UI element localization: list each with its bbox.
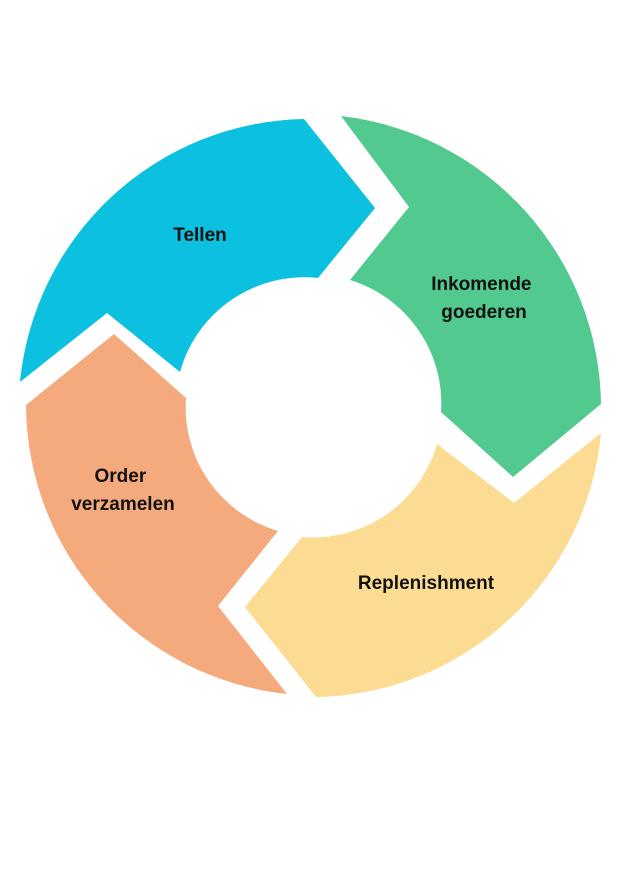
step-label-order: Order [94, 466, 146, 487]
svg-text:Inkomende goederen: Inkomende goederen [431, 274, 537, 323]
cycle-step-inkomende-goederen: Inkomende goederen [341, 116, 601, 477]
cycle-step-replenishment: Replenishment [245, 433, 601, 697]
svg-text:Replenishment: Replenishment [358, 573, 495, 594]
step-label-goederen: goederen [441, 302, 527, 323]
step-label-inkomende: Inkomende [431, 274, 531, 295]
arrow-segment-order-verzamelen [26, 334, 287, 694]
arrow-segment-tellen [20, 119, 375, 382]
cycle-step-tellen: Tellen [20, 119, 375, 382]
svg-text:Order verzamelen: Order verzamelen [71, 466, 175, 515]
svg-text:Tellen: Tellen [173, 225, 227, 246]
cycle-step-order-verzamelen: Order verzamelen [26, 334, 287, 694]
step-label-verzamelen: verzamelen [71, 494, 175, 515]
arrow-segment-replenishment [245, 433, 601, 697]
arrow-segment-inkomende-goederen [341, 116, 601, 477]
step-label-replenishment: Replenishment [358, 573, 495, 594]
step-label-tellen: Tellen [173, 225, 227, 246]
